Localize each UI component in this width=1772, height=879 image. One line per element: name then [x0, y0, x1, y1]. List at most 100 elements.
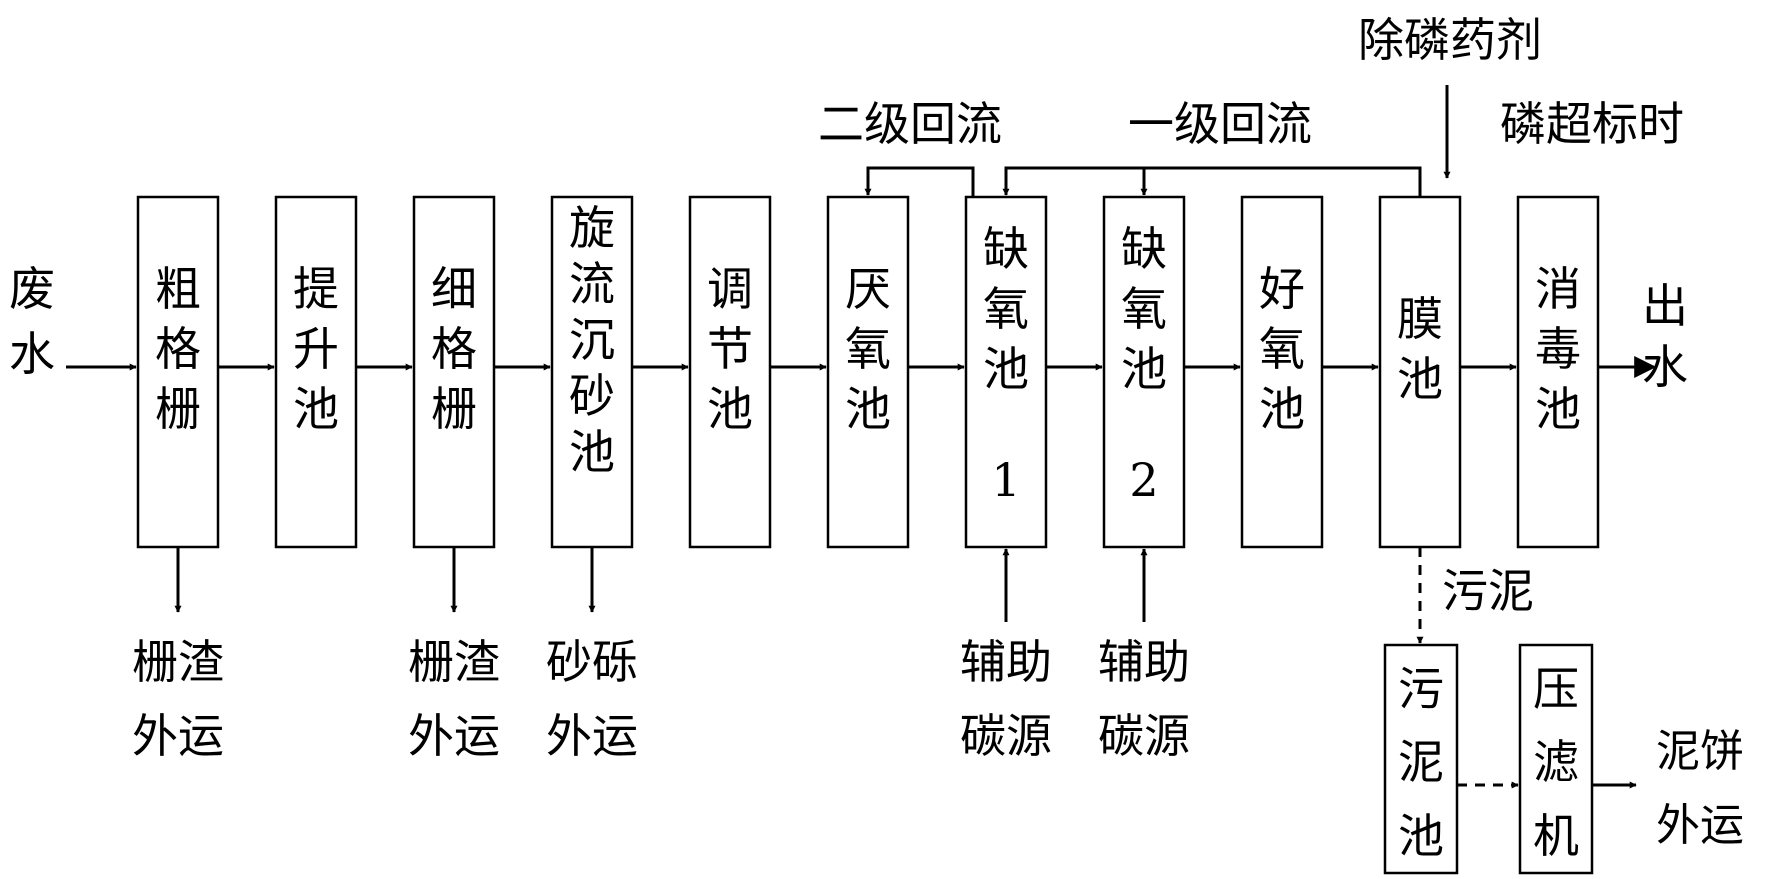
unit-char: 毒 [1535, 322, 1581, 376]
unit-char: 栅 [431, 382, 477, 436]
carbon-source-input-1: 辅助 碳源 [960, 548, 1052, 763]
unit-aerobic-tank: 好 氧 池 [1240, 195, 1324, 549]
unit-char: 沉 [569, 313, 615, 367]
unit-char: 氧 [1121, 282, 1167, 336]
unit-char: 节 [707, 322, 753, 376]
unit-char: 泥 [1398, 735, 1444, 789]
unit-char: 污 [1398, 662, 1444, 716]
unit-box [1102, 195, 1186, 549]
unit-box [412, 195, 496, 549]
unit-filter-press: 压 滤 机 [1518, 643, 1594, 875]
screenings-output-2: 栅渣 外运 [408, 547, 500, 763]
unit-box [1240, 195, 1324, 549]
output-text: 外运 [408, 709, 500, 763]
outlet-char-1: 出 [1642, 279, 1688, 333]
unit-char: 格 [431, 322, 477, 376]
unit-anoxic-tank-2: 缺 氧 池 2 [1102, 195, 1186, 549]
unit-coarse-screen: 粗 格 栅 [136, 195, 220, 549]
unit-char: 池 [707, 382, 753, 436]
carbon-source-input-2: 辅助 碳源 [1098, 548, 1190, 763]
output-text: 外运 [1656, 800, 1744, 851]
unit-char: 栅 [155, 382, 201, 436]
screenings-output-1: 栅渣 外运 [132, 547, 224, 763]
output-text: 泥饼 [1656, 726, 1744, 777]
secondary-reflux: 二级回流 [818, 97, 1002, 197]
unit-char: 池 [1397, 352, 1443, 406]
unit-char: 池 [983, 342, 1029, 396]
unit-char: 粗 [155, 262, 201, 316]
unit-char: 消 [1535, 262, 1581, 316]
unit-fine-screen: 细 格 栅 [412, 195, 496, 549]
unit-char: 缺 [1121, 222, 1167, 276]
unit-char: 提 [293, 262, 339, 316]
output-text: 栅渣 [408, 635, 500, 689]
wastewater-inlet-label: 废 水 [9, 262, 55, 381]
unit-anoxic-tank-1: 缺 氧 池 1 [964, 195, 1048, 549]
unit-char: 池 [569, 425, 615, 479]
unit-char: 池 [1535, 382, 1581, 436]
output-text: 栅渣 [132, 635, 224, 689]
unit-vortex-grit-tank: 旋 流 沉 砂 池 [550, 195, 634, 549]
unit-disinfection-tank: 消 毒 池 [1516, 195, 1600, 549]
sludge-line: 污泥 [1416, 547, 1534, 644]
unit-box [1383, 643, 1459, 875]
carbon-source-text: 辅助 [960, 635, 1052, 689]
phosphorus-agent-label: 除磷药剂 [1358, 13, 1542, 67]
unit-char: 厌 [845, 262, 891, 316]
unit-char: 膜 [1397, 292, 1443, 346]
unit-char: 池 [845, 382, 891, 436]
unit-char: 格 [155, 322, 201, 376]
unit-char: 砂 [569, 369, 615, 423]
unit-char: 机 [1533, 809, 1579, 863]
sludge-cake-output: 泥饼 外运 [1656, 726, 1744, 851]
carbon-source-text: 碳源 [960, 709, 1052, 763]
phosphorus-dosing: 除磷药剂 磷超标时 [1358, 13, 1684, 179]
primary-reflux-label: 一级回流 [1128, 97, 1312, 151]
unit-char: 压 [1533, 662, 1579, 716]
unit-char: 氧 [983, 282, 1029, 336]
unit-char: 旋 [569, 201, 615, 255]
output-text: 砂砾 [546, 635, 638, 689]
unit-box [1518, 643, 1594, 875]
unit-sludge-tank: 污 泥 池 [1383, 643, 1459, 875]
unit-char: 池 [1398, 809, 1444, 863]
unit-anaerobic-tank: 厌 氧 池 [826, 195, 910, 549]
carbon-source-text: 碳源 [1098, 709, 1190, 763]
unit-char: 滤 [1533, 735, 1579, 789]
sludge-label: 污泥 [1442, 564, 1534, 618]
unit-char: 池 [1121, 342, 1167, 396]
inlet-char-1: 废 [9, 262, 55, 316]
unit-lift-tank: 提 升 池 [274, 195, 358, 549]
secondary-reflux-line [864, 166, 975, 197]
unit-membrane-tank: 膜 池 [1378, 195, 1462, 549]
unit-char: 好 [1259, 262, 1305, 316]
output-text: 外运 [132, 709, 224, 763]
unit-char: 升 [293, 322, 339, 376]
unit-box [964, 195, 1048, 549]
primary-reflux: 一级回流 [1002, 97, 1422, 197]
unit-equalization-tank: 调 节 池 [688, 195, 772, 549]
unit-char: 2 [1129, 453, 1158, 507]
unit-char: 1 [991, 453, 1020, 507]
unit-box [274, 195, 358, 549]
unit-char: 池 [1259, 382, 1305, 436]
effluent-outlet-label: 出 水 [1642, 279, 1688, 394]
primary-reflux-line-to-anoxic1 [1002, 166, 1422, 197]
unit-char: 流 [569, 257, 615, 311]
output-text: 外运 [546, 709, 638, 763]
carbon-source-text: 辅助 [1098, 635, 1190, 689]
secondary-reflux-label: 二级回流 [818, 97, 1002, 151]
unit-char: 缺 [983, 222, 1029, 276]
grit-output: 砂砾 外运 [546, 547, 638, 763]
unit-char: 氧 [845, 322, 891, 376]
unit-char: 细 [431, 262, 477, 316]
unit-box [1516, 195, 1600, 549]
unit-char: 氧 [1259, 322, 1305, 376]
unit-box [136, 195, 220, 549]
inlet-char-2: 水 [9, 327, 55, 381]
phosphorus-condition-label: 磷超标时 [1500, 97, 1684, 151]
unit-char: 调 [707, 262, 753, 316]
unit-box [688, 195, 772, 549]
unit-box [826, 195, 910, 549]
